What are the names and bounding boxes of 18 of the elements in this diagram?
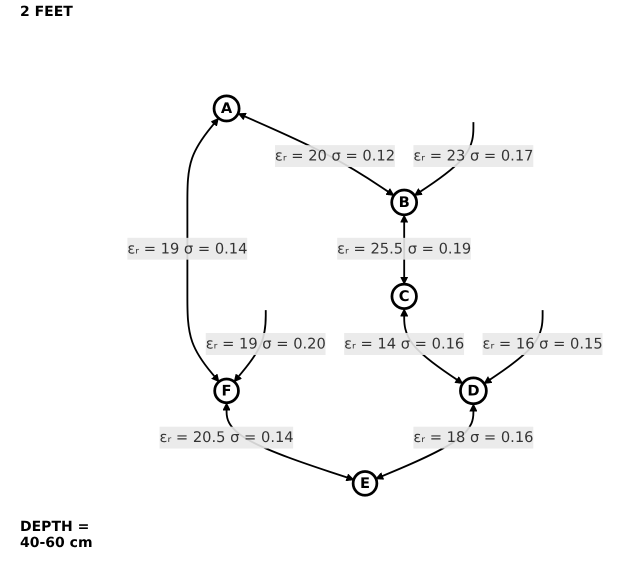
edge-label: εᵣ = 20.5 σ = 0.14 [160,428,294,446]
node-circle: C [390,282,418,310]
node-circle: D [459,376,488,406]
node-circle: A [212,94,240,122]
edge-label: εᵣ = 16 σ = 0.15 [482,334,603,352]
dimension-label: 2 FEET [20,4,73,20]
node-circle: E [352,470,378,497]
note: DEPTH = 40-60 cm [20,519,94,551]
node-circle: B [390,188,418,216]
edge-label: εᵣ = 25.5 σ = 0.19 [337,240,472,257]
edge-label: εᵣ = 14 σ = 0.16 [344,334,464,352]
edge-label: εᵣ = 23 σ = 0.17 [413,146,534,164]
edge-label: εᵣ = 19 σ = 0.14 [127,240,248,257]
edge-label: εᵣ = 19 σ = 0.20 [206,334,326,352]
node-circle: F [213,378,240,404]
edge-label: εᵣ = 20 σ = 0.12 [274,146,396,164]
edge-label: εᵣ = 18 σ = 0.16 [413,428,534,446]
arrow [186,118,220,382]
